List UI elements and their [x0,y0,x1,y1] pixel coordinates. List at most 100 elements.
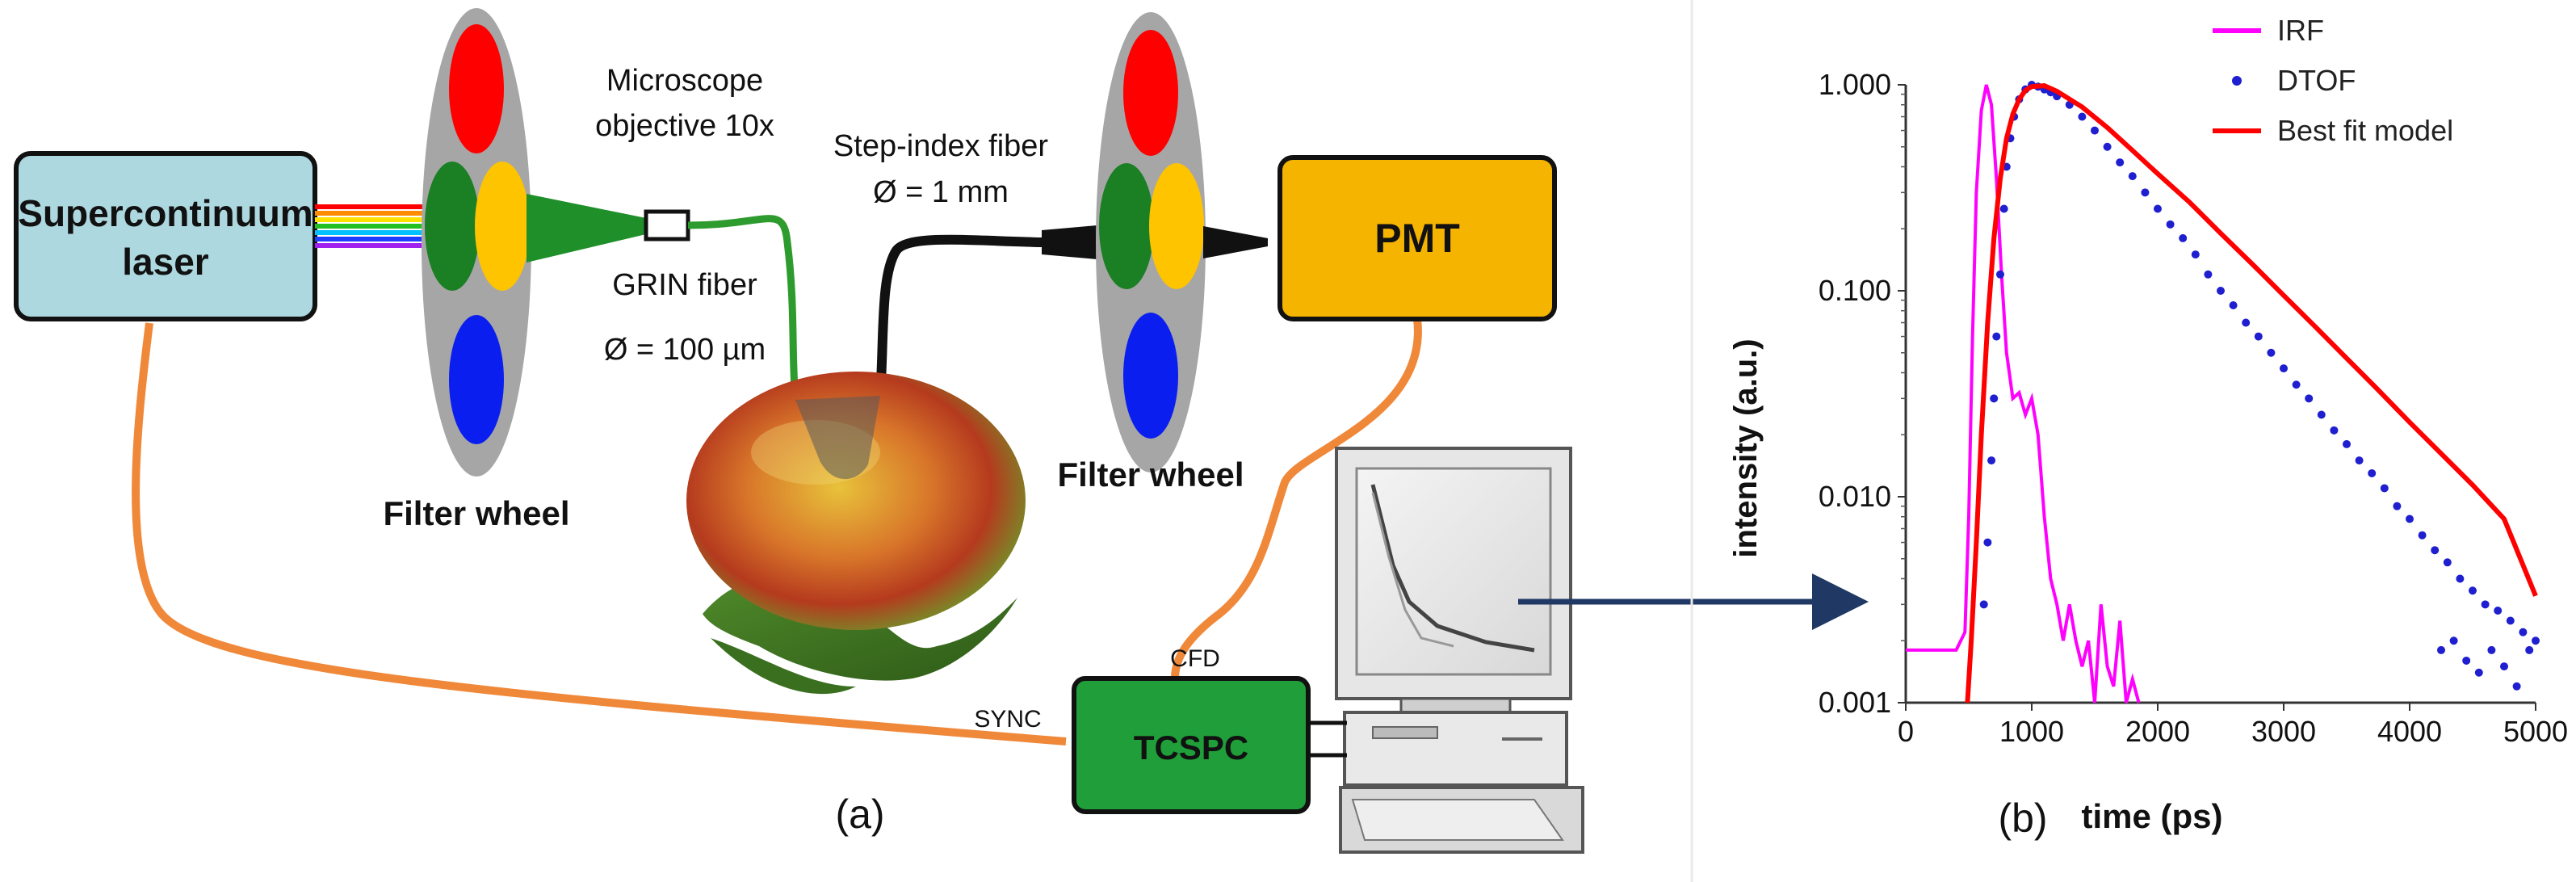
chart-series [1906,81,2540,704]
filter-yellow [475,162,530,291]
sync-cable [132,322,1067,746]
dtof-point [1999,204,2008,213]
dtof-point [2355,456,2364,465]
dtof-point [2494,606,2503,615]
chart-axes [1904,85,2536,704]
dtof-point [2449,636,2458,645]
dtof-point [1983,538,1992,547]
panel-b-label: (b) [1998,796,2047,841]
dtof-point [2418,531,2427,540]
focus-cone [527,194,646,262]
legend-label: Best fit model [2277,114,2453,147]
legend-label: IRF [2277,14,2324,47]
filter-blue [449,315,504,444]
dtof-point [2443,558,2452,567]
dtof-point [2525,645,2534,654]
dtof-point [2500,662,2508,671]
x-tick-label: 3000 [2251,715,2316,748]
dtof-point [2229,300,2238,309]
dtof-point [2532,636,2540,645]
pmt-cable [1171,318,1422,679]
y-tick-label: 0.100 [1819,274,1891,307]
y-axis-title: intensity (a.u.) [1728,338,1764,557]
x-tick-label: 5000 [2503,715,2568,748]
dtof-point [2506,616,2515,625]
y-tick-label: 1.000 [1819,68,1891,101]
step-index-fiber [875,234,1114,397]
sync-label: SYNC [974,706,1041,733]
dtof-point [2179,233,2188,242]
filter-wheel-left-label: Filter wheel [383,494,569,532]
dtof-point [2519,628,2528,636]
dtof-point [2512,682,2521,691]
dtof-point [2343,439,2351,448]
filter-yellow [1149,163,1204,289]
dtof-point [2166,220,2175,229]
laser-label-line1: Supercontinuum [18,192,313,234]
series-line-irf [1906,84,2141,704]
rainbow-beam [315,204,440,248]
dtof-point [2116,158,2125,167]
dtof-point [2368,468,2377,477]
x-tick-label: 0 [1898,715,1914,748]
step-fiber-cone [1042,225,1106,260]
filter-wheel-left [422,8,531,477]
dtof-point [2406,514,2414,523]
dtof-point [2141,188,2150,197]
grin-label-line2: Ø = 100 µm [604,333,766,367]
grin-label-line1: GRIN fiber [612,268,757,302]
chart-legend: IRF DTOF Best fit model [2213,14,2453,147]
filter-blue [1123,313,1178,439]
filter-green [1099,163,1154,289]
dtof-point [2317,410,2326,419]
step-label-line2: Ø = 1 mm [873,175,1009,209]
dtof-point [2437,645,2445,654]
y-tick-label: 0.001 [1819,686,1891,719]
dtof-point [2078,112,2087,121]
panel-a: Supercontinuum laser Filter wheel Micros… [14,8,1869,854]
dtof-point [1992,332,2001,341]
filter-wheel-right-label: Filter wheel [1057,456,1244,494]
x-axis-title: time (ps) [2081,797,2222,835]
tcspc-box [1072,676,1311,814]
filter-red [1123,30,1178,156]
dtof-point [2487,645,2496,654]
laser-label-line2: laser [122,241,209,283]
x-tick-label: 4000 [2377,715,2442,748]
dtof-point [2431,546,2440,555]
dtof-point [1996,270,2004,279]
dtof-point [2380,484,2389,493]
objective-label-line1: Microscope [606,64,763,98]
laser-box [14,151,317,321]
cfd-label: CFD [1170,645,1220,672]
legend-swatch [2232,76,2242,86]
dtof-point [2456,574,2465,583]
dtof-point [2242,318,2251,327]
pmt-cone [1203,226,1268,258]
dtof-point [2128,172,2137,181]
computer-icon [1335,447,1584,854]
tcspc-label: TCSPC [1134,729,1248,766]
dtof-point [2267,348,2276,357]
dtof-point [2103,142,2112,151]
dtof-point [2292,380,2301,389]
step-label-line1: Step-index fiber [833,129,1048,163]
dtof-point [1987,456,1996,465]
dtof-point [2280,364,2288,373]
dtof-point [2393,502,2402,510]
dtof-point [2254,332,2263,341]
dtof-point [2462,656,2471,665]
filter-red [449,24,504,153]
dtof-point [2154,204,2162,213]
legend-label: DTOF [2277,64,2356,97]
dtof-point [2469,586,2477,595]
panel-a-label: (a) [835,792,884,837]
series-line-best-fit-model [1965,83,2538,704]
dtof-point [2191,250,2200,259]
dtof-point [2474,668,2483,677]
objective-icon [644,209,690,242]
grin-fiber [687,215,799,401]
dtof-point [1990,394,1999,403]
